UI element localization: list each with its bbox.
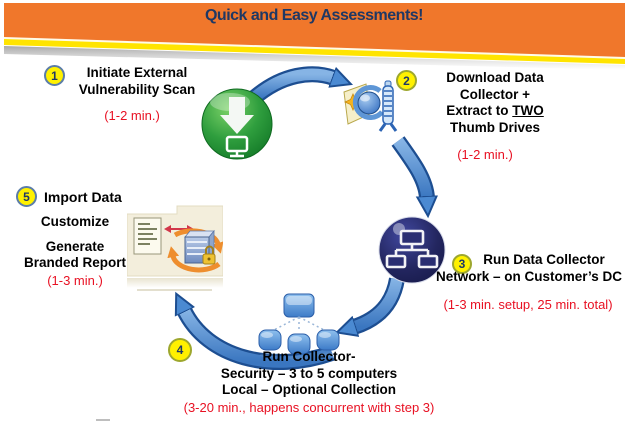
step4-badge: 4 bbox=[168, 338, 192, 362]
step5-title-line1: Import Data bbox=[44, 189, 122, 205]
page-artifact-dash bbox=[96, 419, 110, 421]
step1-title: Initiate External Vulnerability Scan bbox=[78, 65, 196, 97]
report-generation-icon bbox=[127, 205, 223, 288]
icon-reflection-line bbox=[137, 289, 212, 291]
slide-title: Quick and Easy Assessments! bbox=[204, 7, 424, 24]
computer-cluster-icon bbox=[258, 293, 340, 361]
step5-badge: 5 bbox=[16, 186, 37, 207]
step3-badge: 3 bbox=[452, 254, 472, 274]
banner-highlight-line bbox=[4, 37, 625, 59]
step2-badge: 2 bbox=[396, 70, 417, 91]
banner-orange-shape bbox=[4, 3, 625, 57]
step5-title-line3: Generate bbox=[45, 239, 105, 254]
step4-title: Run Collector- Security – 3 to 5 compute… bbox=[220, 349, 398, 397]
step2-title: Download Data Collector + Extract to TWO… bbox=[446, 70, 544, 135]
arrow-step4-to-step5 bbox=[184, 310, 335, 371]
arrow-step2-to-step3 bbox=[391, 136, 427, 198]
banner-yellow-stripe bbox=[4, 39, 625, 64]
step2-time: (1-2 min.) bbox=[457, 147, 513, 162]
step3-title-line2: Network – on Customer’s DC bbox=[435, 269, 623, 284]
step5-title-line4: Branded Report bbox=[23, 255, 126, 270]
banner-shadow bbox=[4, 46, 625, 70]
download-icon bbox=[201, 88, 273, 160]
arrow-step1-to-step2 bbox=[248, 74, 334, 105]
step3-time: (1-3 min. setup, 25 min. total) bbox=[443, 297, 613, 312]
winzip-archive-icon bbox=[343, 80, 398, 132]
step1-badge: 1 bbox=[44, 65, 65, 86]
step1-time: (1-2 min.) bbox=[104, 108, 160, 123]
step3-title-line1: Run Data Collector bbox=[483, 252, 605, 267]
arrow-step3-to-step4 bbox=[354, 277, 405, 327]
step5-time: (1-3 min.) bbox=[47, 273, 103, 288]
step5-title-line2: Customize bbox=[40, 214, 110, 229]
step4-time: (3-20 min., happens concurrent with step… bbox=[183, 400, 435, 415]
banner-ribbon bbox=[4, 3, 625, 70]
network-icon bbox=[378, 216, 446, 284]
